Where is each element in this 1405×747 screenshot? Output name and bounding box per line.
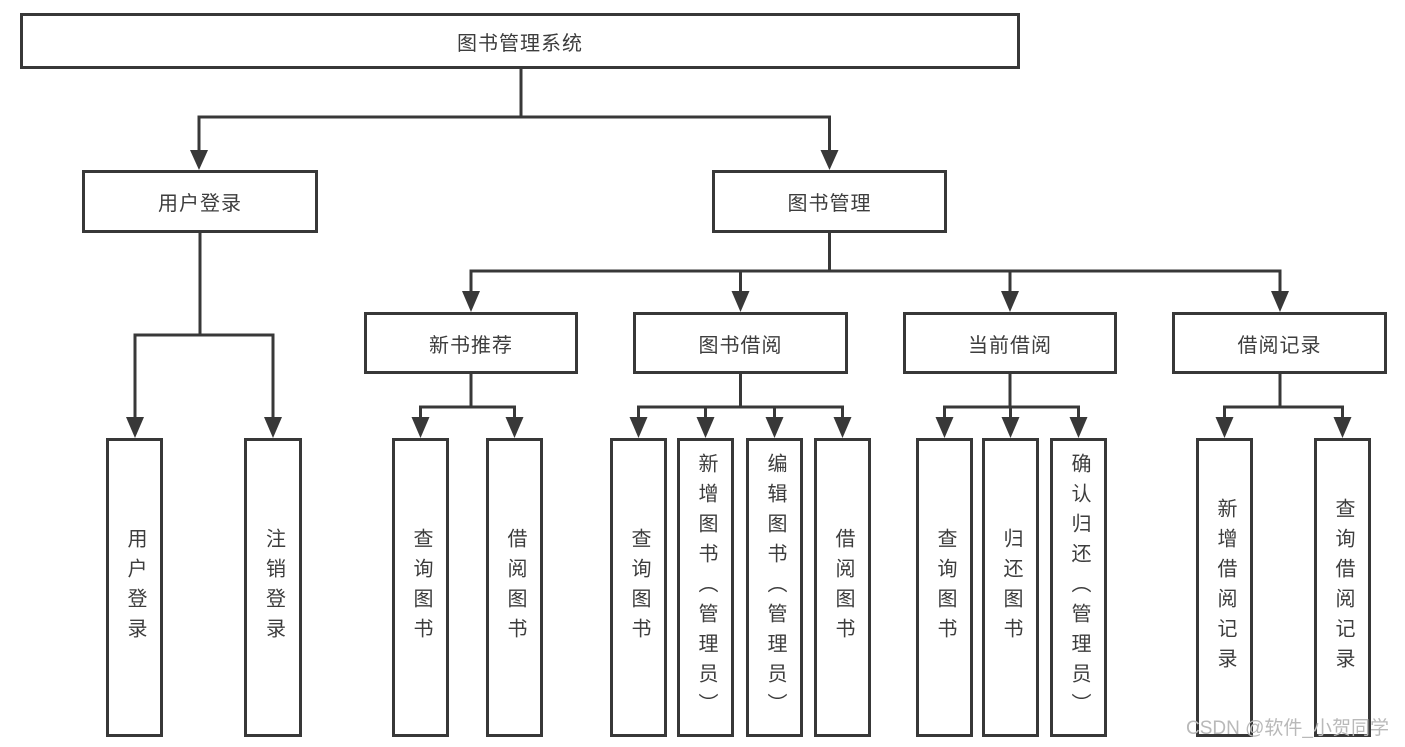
connector-new-book-recommend-to-leaves	[411, 374, 524, 438]
node-borrow-records: 借阅记录	[1172, 312, 1387, 374]
leaf-return-book: 归还图书	[982, 438, 1039, 737]
node-label: 当前借阅	[968, 334, 1052, 357]
leaf-label: 新增图书（管理员）	[695, 452, 717, 723]
node-label: 新书推荐	[429, 334, 513, 357]
leaf-label: 查询图书	[410, 527, 432, 648]
node-current-borrow: 当前借阅	[903, 312, 1117, 374]
leaf-add-borrow-record: 新增借阅记录	[1196, 438, 1253, 737]
leaf-label: 借阅图书	[504, 527, 526, 648]
node-root: 图书管理系统	[20, 13, 1020, 69]
leaf-label: 归还图书	[1000, 527, 1022, 648]
arrow-down-icon	[935, 417, 954, 438]
node-book-borrow: 图书借阅	[633, 312, 848, 374]
node-label: 借阅记录	[1237, 334, 1322, 357]
arrow-down-icon	[1333, 417, 1352, 438]
arrow-down-icon	[126, 417, 144, 438]
node-new-book-recommend: 新书推荐	[364, 312, 578, 374]
arrow-down-icon	[765, 417, 784, 438]
leaf-label: 用户登录	[124, 527, 146, 648]
leaf-query-books-recommend: 查询图书	[392, 438, 449, 737]
node-book-management: 图书管理	[712, 170, 947, 233]
node-label: 用户登录	[158, 193, 242, 215]
leaf-edit-book-admin: 编辑图书（管理员）	[746, 438, 803, 737]
leaf-label: 新增借阅记录	[1214, 497, 1236, 678]
arrow-down-icon	[1271, 291, 1289, 312]
leaf-query-books-current: 查询图书	[916, 438, 973, 737]
arrow-down-icon	[411, 417, 430, 438]
connector-current-borrow-to-leaves	[935, 374, 1088, 438]
arrow-down-icon	[731, 291, 750, 312]
leaf-label: 查询图书	[934, 527, 956, 648]
arrow-down-icon	[1069, 417, 1088, 438]
arrow-down-icon	[696, 417, 715, 438]
arrow-down-icon	[505, 417, 524, 438]
node-label: 图书管理系统	[457, 32, 583, 55]
connector-book-management-to-level3	[462, 233, 1289, 312]
leaf-label: 编辑图书（管理员）	[764, 452, 786, 723]
leaf-label: 借阅图书	[832, 527, 854, 648]
arrow-down-icon	[629, 417, 648, 438]
leaf-query-borrow-record: 查询借阅记录	[1314, 438, 1371, 737]
leaf-label: 注销登录	[262, 527, 285, 648]
leaf-logout: 注销登录	[244, 438, 302, 737]
connector-user-login-to-leaves	[126, 233, 282, 438]
node-user-login: 用户登录	[82, 170, 318, 233]
leaf-borrow-books-recommend: 借阅图书	[486, 438, 543, 737]
csdn-watermark: CSDN @软件_小贺同学	[1186, 718, 1389, 739]
arrow-down-icon	[833, 417, 852, 438]
arrow-down-icon	[820, 150, 839, 170]
leaf-label: 查询借阅记录	[1332, 497, 1354, 678]
connector-book-borrow-to-leaves	[629, 374, 852, 438]
node-label: 图书借阅	[698, 334, 783, 357]
leaf-confirm-return-admin: 确认归还（管理员）	[1050, 438, 1107, 737]
connector-borrow-records-to-leaves	[1215, 374, 1352, 438]
connector-root-to-level2	[190, 68, 839, 170]
arrow-down-icon	[264, 417, 282, 438]
arrow-down-icon	[1001, 291, 1019, 312]
arrow-down-icon	[190, 150, 208, 170]
leaf-label: 确认归还（管理员）	[1068, 452, 1090, 723]
node-label: 图书管理	[787, 193, 872, 215]
leaf-add-book-admin: 新增图书（管理员）	[677, 438, 734, 737]
leaf-borrow-books: 借阅图书	[814, 438, 871, 737]
arrow-down-icon	[462, 291, 480, 312]
leaf-label: 查询图书	[628, 527, 650, 648]
leaf-query-books-borrow: 查询图书	[610, 438, 667, 737]
arrow-down-icon	[1001, 417, 1020, 438]
arrow-down-icon	[1215, 417, 1234, 438]
leaf-user-login: 用户登录	[106, 438, 163, 737]
